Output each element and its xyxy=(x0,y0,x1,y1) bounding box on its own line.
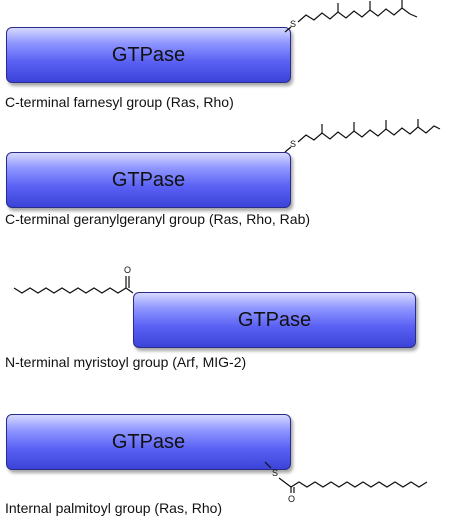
gtpase-box: GTPase xyxy=(133,292,416,348)
caption: C-terminal farnesyl group (Ras, Rho) xyxy=(5,94,234,110)
farnesyl-chain: S xyxy=(284,0,418,33)
caption: C-terminal geranylgeranyl group (Ras, Rh… xyxy=(5,211,311,227)
caption: Internal palmitoyl group (Ras, Rho) xyxy=(5,500,223,516)
geranylgeranyl-chain: S xyxy=(284,119,441,153)
palmitoyl-chain: S O xyxy=(264,461,428,504)
sulfur-atom-label: S xyxy=(272,468,278,478)
oxygen-atom-label: O xyxy=(124,265,131,275)
sulfur-atom-label: S xyxy=(290,19,296,29)
gtpase-label: GTPase xyxy=(111,430,186,453)
gtpase-label: GTPase xyxy=(111,43,186,66)
gtpase-label: GTPase xyxy=(111,168,186,191)
gtpase-box: GTPase xyxy=(6,414,291,470)
gtpase-label: GTPase xyxy=(237,308,312,331)
myristoyl-chain: O xyxy=(13,265,134,294)
oxygen-atom-label: O xyxy=(288,494,295,504)
caption: N-terminal myristoyl group (Arf, MIG-2) xyxy=(5,354,247,370)
gtpase-box: GTPase xyxy=(6,152,291,208)
sulfur-atom-label: S xyxy=(290,139,296,149)
gtpase-box: GTPase xyxy=(6,27,291,83)
